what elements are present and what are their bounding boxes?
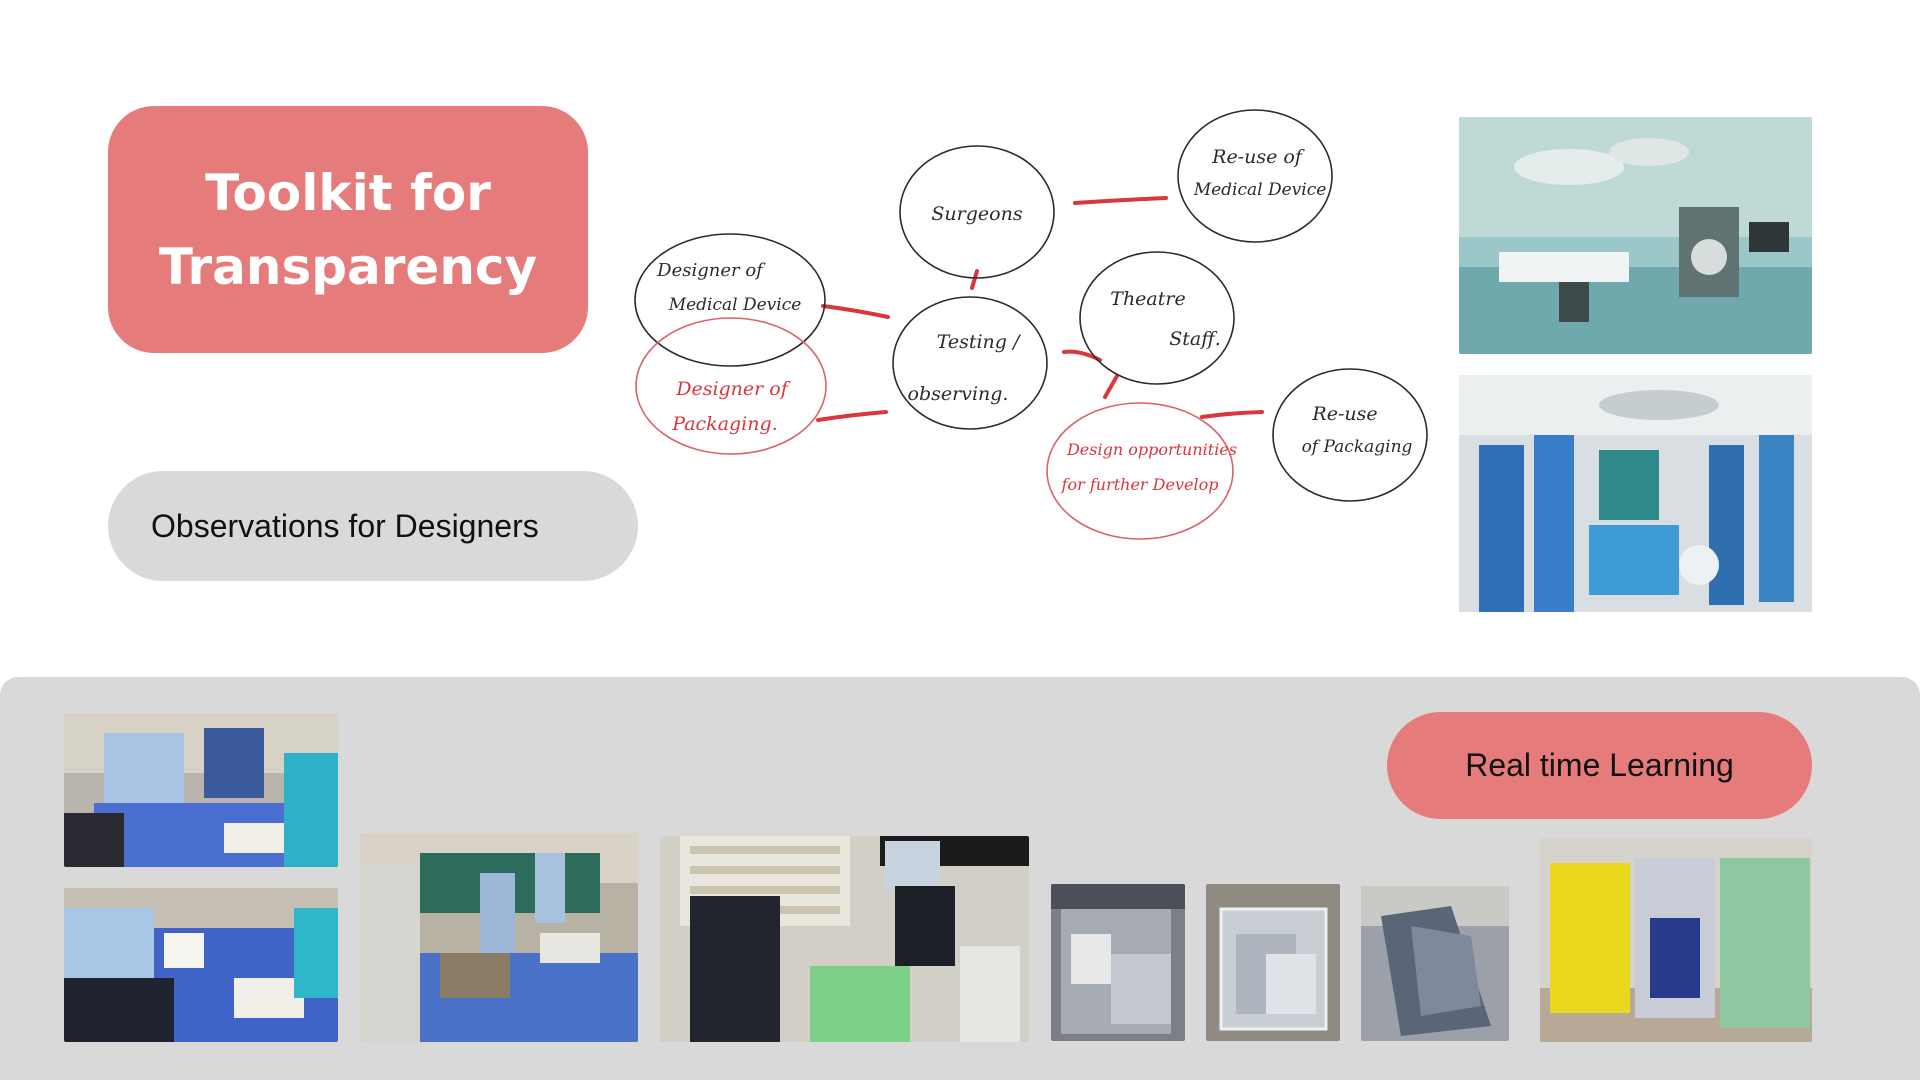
node-design-opportunities xyxy=(1046,402,1234,540)
photo-staff-unpacking-instruments xyxy=(64,888,338,1042)
label-designer-device-2: Medical Device xyxy=(668,295,802,315)
photo-packaging-waste-3 xyxy=(1361,886,1509,1041)
title-line-1: Toolkit for xyxy=(205,163,491,222)
photo-theatre-instrument-table xyxy=(360,833,638,1042)
connector-surgeons-reuse xyxy=(1073,196,1168,205)
node-reuse-packaging xyxy=(1272,368,1428,502)
node-designer-device xyxy=(634,233,826,367)
connector-design-reuse xyxy=(1200,410,1264,419)
node-theatre-staff xyxy=(1079,251,1235,385)
photo-waste-bins xyxy=(1540,838,1812,1042)
label-theatre-2: Staff. xyxy=(1169,328,1220,350)
label-reuse-packaging-2: of Packaging xyxy=(1302,437,1413,457)
photo-staff-preparing-table xyxy=(64,713,338,867)
real-time-learning-badge: Real time Learning xyxy=(1387,712,1812,819)
label-reuse-device-1: Re-use of xyxy=(1211,146,1305,168)
photo-packaging-waste-2 xyxy=(1206,884,1340,1041)
connector-packaging-testing xyxy=(816,410,888,422)
label-reuse-packaging-1: Re-use xyxy=(1311,403,1377,425)
connector-surgeons-testing xyxy=(970,269,979,290)
connector-designer-testing xyxy=(821,304,890,319)
label-designer-device-1: Designer of xyxy=(656,260,766,281)
real-time-learning-label: Real time Learning xyxy=(1465,747,1734,783)
label-designer-packaging-1: Designer of xyxy=(675,378,791,400)
label-testing-2: observing. xyxy=(908,383,1009,405)
node-surgeons xyxy=(899,145,1055,279)
photo-operating-theatre-empty xyxy=(1459,117,1812,354)
label-surgeons: Surgeons xyxy=(931,203,1022,225)
label-theatre-1: Theatre xyxy=(1110,288,1185,310)
node-testing xyxy=(892,296,1048,430)
connector-theatre-design xyxy=(1103,374,1119,399)
subtitle-banner: Observations for Designers xyxy=(108,471,638,581)
diagram-canvas: Surgeons Re-use of Medical Device Design… xyxy=(634,109,1428,540)
label-reuse-device-2: Medical Device xyxy=(1193,180,1327,200)
photo-packaging-waste-1 xyxy=(1051,884,1185,1041)
title-line-2: Transparency xyxy=(158,237,538,296)
label-design-opportunities-2: for further Develop xyxy=(1061,475,1219,494)
label-design-opportunities-1: Design opportunities xyxy=(1066,440,1237,459)
stakeholder-diagram: Surgeons Re-use of Medical Device Design… xyxy=(580,60,1530,580)
node-reuse-device xyxy=(1177,109,1333,243)
photo-operating-theatre-surgery xyxy=(1459,375,1812,612)
title-banner: Toolkit for Transparency xyxy=(108,106,588,353)
photo-nurse-at-storage xyxy=(660,836,1029,1042)
label-designer-packaging-2: Packaging. xyxy=(671,413,777,435)
node-designer-packaging xyxy=(635,317,827,455)
subtitle-text: Observations for Designers xyxy=(151,507,539,544)
label-testing-1: Testing / xyxy=(937,331,1021,353)
